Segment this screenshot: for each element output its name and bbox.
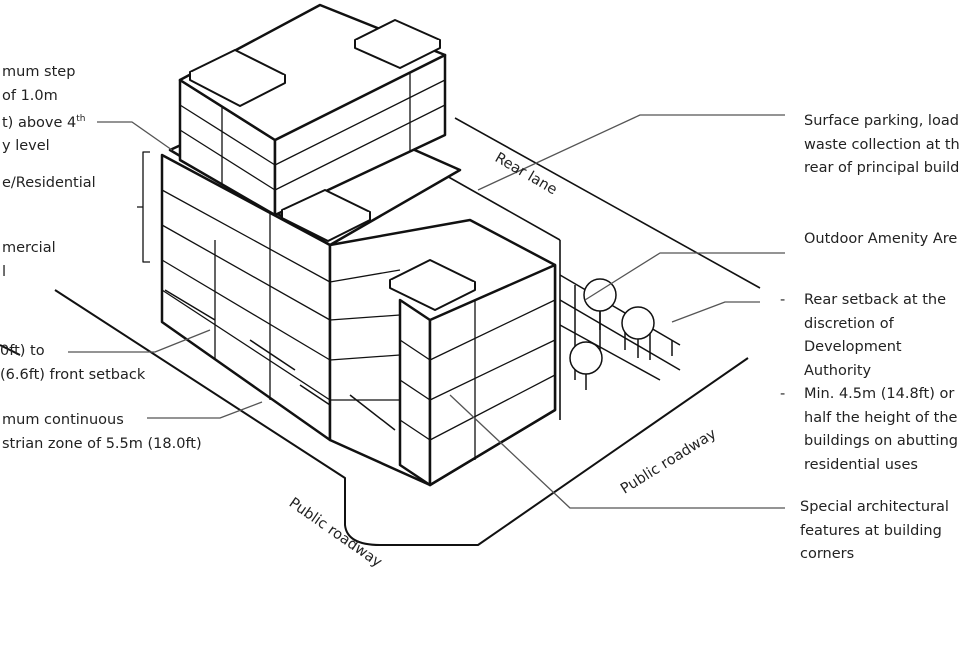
amenity-label: Outdoor Amenity Are: [804, 231, 958, 247]
stepback-line: y level: [2, 138, 50, 155]
parking-line: waste collection at th: [804, 136, 960, 153]
rear-setback-min-line: Min. 4.5m (14.8ft) or: [804, 386, 955, 402]
rear-setback-min-label: Min. 4.5m (14.8ft) or half the height of…: [804, 383, 958, 477]
trees: [569, 278, 655, 390]
rear-setback-line: Authority: [804, 362, 872, 379]
ground-use-label: mercial l: [2, 237, 56, 284]
parking-line: Surface parking, load: [804, 113, 959, 129]
rooftop-units: [189, 19, 476, 311]
bullet: -: [780, 292, 786, 308]
front-setback-line: 0ft) to: [0, 343, 45, 359]
corner-block: [398, 263, 557, 487]
stepback-line: of 1.0m: [2, 87, 58, 104]
rear-lane-lines: [444, 117, 761, 420]
superscript: th: [76, 114, 86, 124]
corners-line: corners: [800, 546, 855, 562]
parking-label: Surface parking, load waste collection a…: [804, 110, 960, 181]
stepback-text: t) above 4: [2, 114, 77, 131]
corners-line: features at building: [800, 522, 942, 539]
rear-setback-line: Rear setback at the: [804, 292, 947, 308]
front-setback-label: 0ft) to (6.6ft) front setback: [0, 340, 145, 387]
parking-line: rear of principal build: [804, 160, 960, 176]
rear-setback-min-line: buildings on abutting: [804, 433, 958, 449]
rear-setback-min-line: residential uses: [804, 456, 918, 473]
awnings: [164, 289, 396, 431]
rear-setback-line: discretion of: [804, 315, 894, 332]
bullet: -: [780, 386, 786, 402]
corners-label: Special architectural features at buildi…: [800, 496, 949, 567]
stepback-line: mum step: [2, 64, 76, 80]
leader-lines: [68, 114, 785, 509]
rear-setback-line: Development: [804, 339, 902, 355]
stepback-line: t) above 4th: [2, 108, 85, 135]
pedestrian-zone-line: strian zone of 5.5m (18.0ft): [2, 435, 202, 452]
pedestrian-zone-label: mum continuous strian zone of 5.5m (18.0…: [2, 409, 202, 456]
bracket: [137, 151, 150, 263]
ground-use-line: l: [2, 263, 7, 280]
pedestrian-zone-line: mum continuous: [2, 412, 124, 428]
stepback-label: mum step of 1.0m t) above 4th y level: [2, 61, 85, 159]
rear-setback-min-line: half the height of the: [804, 409, 958, 426]
front-setback-line: (6.6ft) front setback: [0, 366, 146, 383]
roadway-lines: [0, 289, 749, 546]
rear-setback-label: Rear setback at the discretion of Develo…: [804, 289, 946, 383]
ground-use-line: mercial: [2, 240, 56, 256]
upper-use-label: e/Residential: [2, 175, 96, 191]
corners-line: Special architectural: [800, 499, 949, 515]
